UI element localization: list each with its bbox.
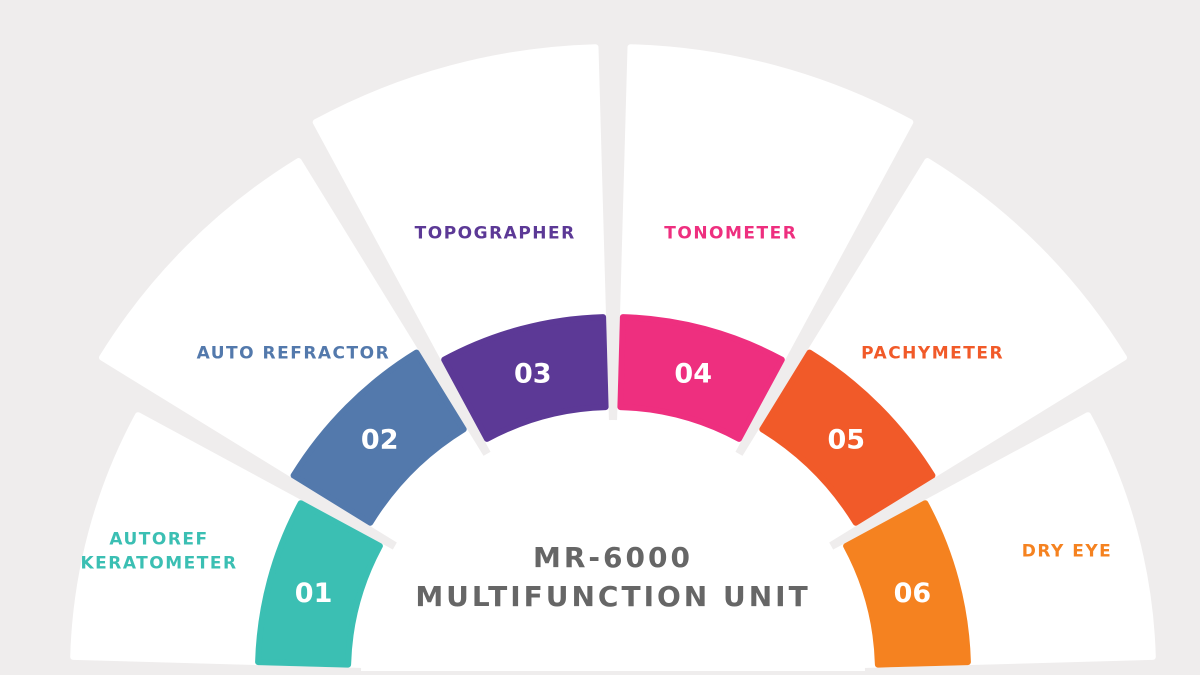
segment-05-label: PACHYMETER [861,343,1004,363]
segment-01-band [255,500,383,668]
segment-02-band [290,349,467,526]
segment-01-label-line: AUTOREF [109,529,208,549]
segment-06-band [843,500,971,668]
center-disc [361,420,865,672]
segment-03-label-line: TOPOGRAPHER [415,224,576,244]
segment-06-label: DRY EYE [1022,541,1113,561]
color-band [255,314,971,668]
center-title-line1: MR-6000 [533,541,693,574]
segment-04-number: 04 [674,359,712,390]
segment-03-number: 03 [514,359,552,390]
center-hub: MR-6000 MULTIFUNCTION UNIT [361,420,865,672]
segment-02-number: 02 [361,425,399,456]
segment-labels: 01 AUTOREF KERATOMETER 02 AUTO REFRACTOR 03 TO… [80,224,1113,609]
segment-05-number: 05 [828,425,866,456]
segment-02-label-line: AUTO REFRACTOR [197,343,391,363]
segment-04-label: TONOMETER [664,224,797,244]
segment-03-band [441,314,609,442]
segment-04-label-line: TONOMETER [664,224,797,244]
segment-04-band [617,314,785,442]
center-title-line2: MULTIFUNCTION UNIT [415,580,810,613]
segment-01-number: 01 [295,578,333,609]
segment-06-label-line: DRY EYE [1022,541,1113,561]
segment-01-label-line: KERATOMETER [80,553,237,573]
segment-02-label: AUTO REFRACTOR [197,343,391,363]
segment-05-band [759,349,936,526]
segment-03-label: TOPOGRAPHER [415,224,576,244]
segment-06-number: 06 [894,578,932,609]
segment-05-label-line: PACHYMETER [861,343,1004,363]
segment-01-label: AUTOREF KERATOMETER [80,529,237,573]
